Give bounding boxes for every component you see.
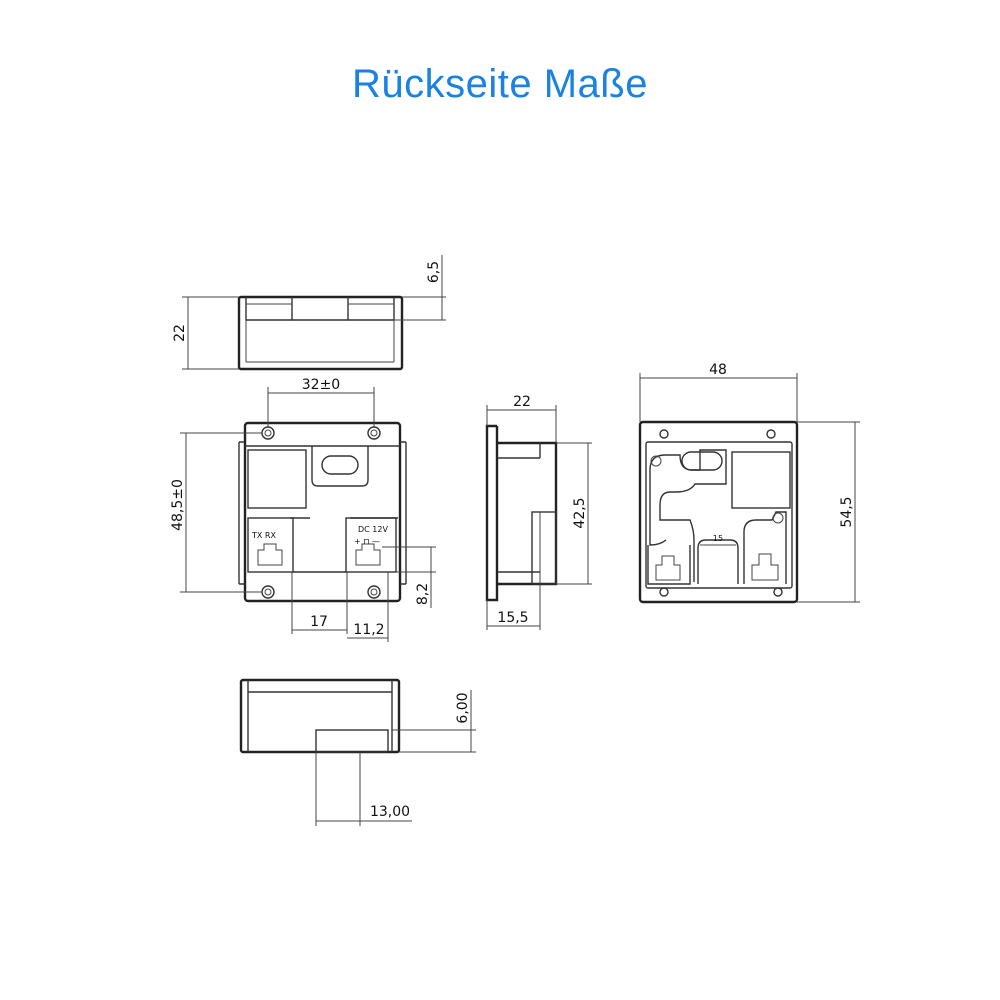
dim-top-step: 6,5 xyxy=(426,261,442,283)
dim-side-step: 15,5 xyxy=(497,610,528,626)
dim-back-height: 54,5 xyxy=(839,496,855,527)
label-dc12v: DC 12V xyxy=(358,525,388,534)
top-view: 22 6,5 xyxy=(172,255,446,371)
dim-back-inner: 15 xyxy=(713,534,723,543)
dim-bottom-width: 13,00 xyxy=(370,804,410,820)
dim-side-depth: 22 xyxy=(513,394,531,410)
side-view: 22 42,5 15,5 xyxy=(485,394,592,630)
dim-side-height: 42,5 xyxy=(572,497,588,528)
dim-back-width: 48 xyxy=(709,362,727,378)
dim-port-width: 11,2 xyxy=(353,622,384,638)
back-view: 15 48 54,5 xyxy=(638,362,860,604)
label-txrx: TX RX xyxy=(251,531,276,540)
dim-bottom-step: 6,00 xyxy=(455,692,471,723)
page-title: Rückseite Maße xyxy=(352,62,648,106)
dim-hole-spacing: 32±0 xyxy=(302,377,340,393)
dim-top-height: 22 xyxy=(172,324,188,342)
front-view: TX RX DC 12V + ⊓ — 32±0 48,5±0 17 11,2 8… xyxy=(170,377,436,642)
dim-port-height: 8,2 xyxy=(415,583,431,605)
dim-port-offset: 17 xyxy=(310,614,328,630)
bottom-view: 6,00 13,00 xyxy=(239,678,476,826)
dim-front-height: 48,5±0 xyxy=(170,479,186,531)
label-polarity: + ⊓ — xyxy=(354,537,380,546)
